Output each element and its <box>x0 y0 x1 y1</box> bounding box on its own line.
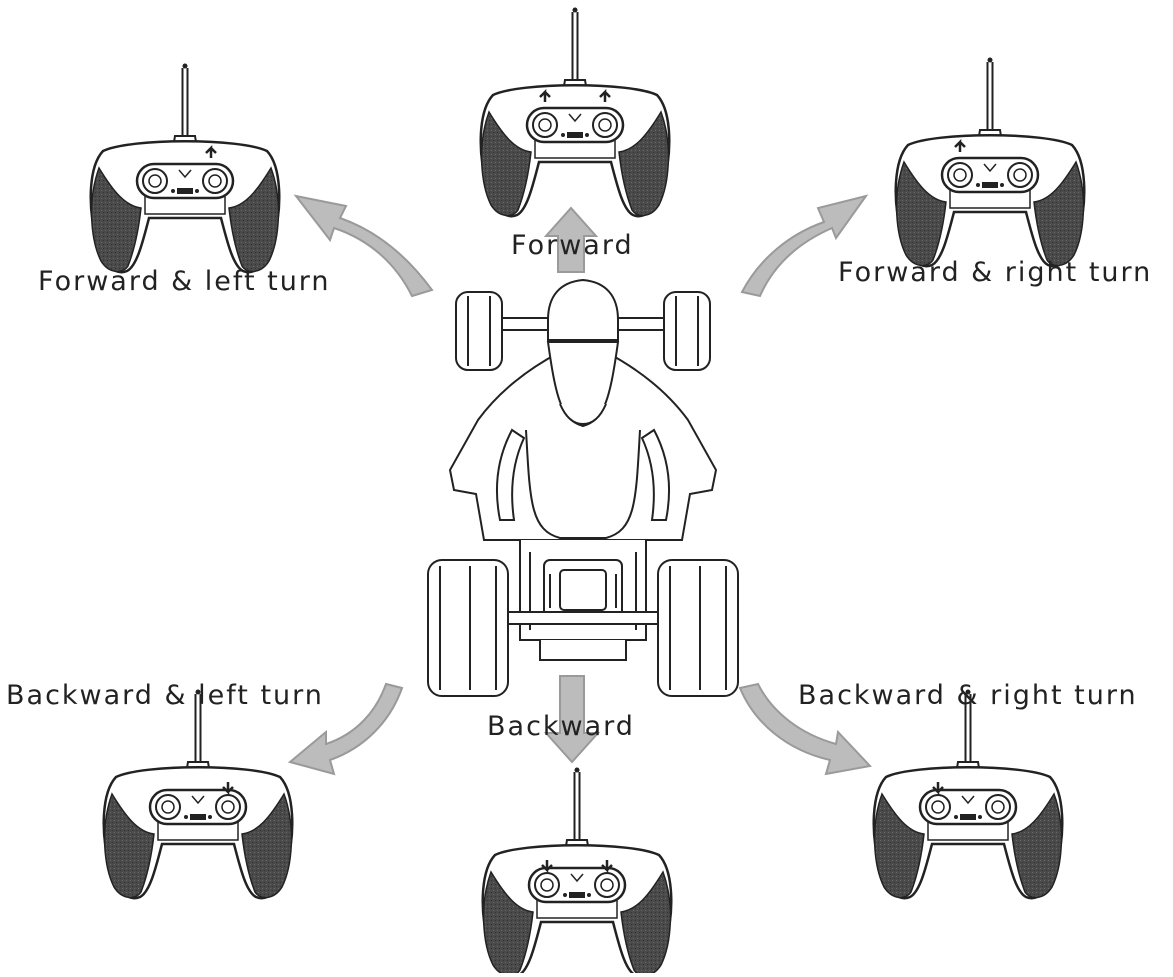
stick-up-indicator-icon <box>954 138 966 152</box>
arrow-backward-right-icon <box>738 682 872 776</box>
label-forward: Forward <box>511 230 634 261</box>
arrow-backward-left-icon <box>287 682 404 776</box>
stick-down-indicator-icon <box>222 782 234 796</box>
label-backward-right-turn: Backward & right turn <box>798 680 1138 711</box>
quad-bike-icon <box>427 278 739 697</box>
remote-forward-left <box>91 64 280 273</box>
label-backward-left-turn: Backward & left turn <box>6 680 324 711</box>
arrow-forward-icon <box>543 206 599 273</box>
remote-backward <box>483 768 672 974</box>
stick-up-indicator-icon <box>205 144 217 158</box>
remote-forward <box>481 8 670 217</box>
remote-backward-left <box>104 690 293 899</box>
label-backward: Backward <box>487 711 635 742</box>
stick-up-indicator-icon <box>599 88 611 102</box>
arrow-forward-left-icon <box>293 194 434 298</box>
arrow-forward-right-icon <box>740 194 869 298</box>
stick-down-indicator-icon <box>541 860 553 874</box>
stick-down-indicator-icon <box>601 860 613 874</box>
stick-up-indicator-icon <box>539 88 551 102</box>
stick-down-indicator-icon <box>932 782 944 796</box>
label-forward-right-turn: Forward & right turn <box>838 257 1153 288</box>
remote-backward-right <box>874 690 1063 899</box>
label-forward-left-turn: Forward & left turn <box>38 266 331 297</box>
remote-forward-right <box>896 58 1085 267</box>
arrow-backward-icon <box>543 675 601 764</box>
